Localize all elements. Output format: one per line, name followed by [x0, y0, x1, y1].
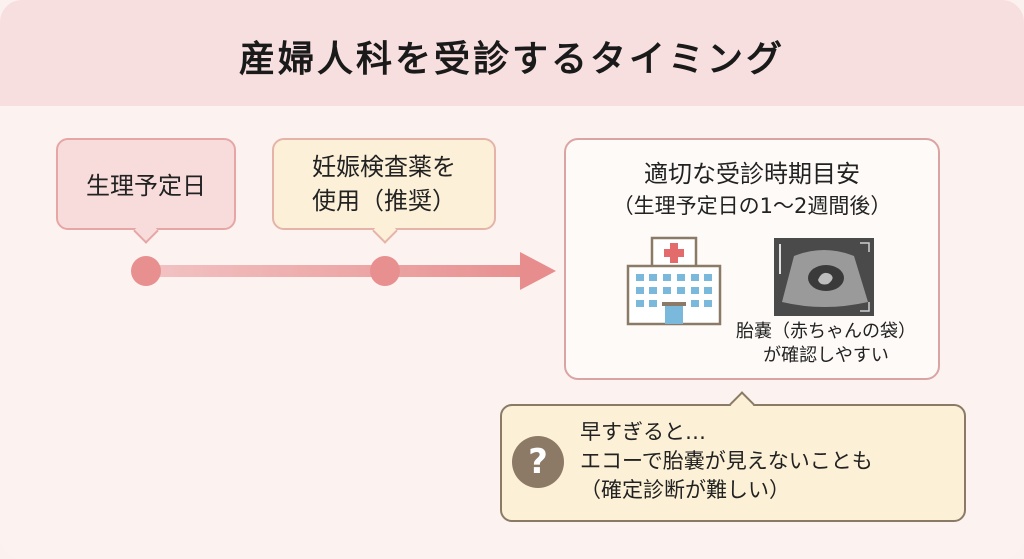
warning-text: 早すぎると… エコーで胎嚢が見えないことも （確定診断が難しい）: [580, 418, 873, 505]
caption-line: 胎嚢（赤ちゃんの袋）: [736, 321, 916, 342]
timeline-label-text: 妊娠検査薬を: [312, 153, 456, 181]
warning-note: [500, 404, 966, 522]
timeline-label-period-date: 生理予定日: [56, 138, 236, 230]
page-title: 産婦人科を受診するタイミング: [238, 39, 785, 80]
timeline-arrow-icon: [520, 252, 556, 290]
ultrasound-caption: 胎嚢（赤ちゃんの袋） が確認しやすい: [716, 320, 936, 368]
recommended-subtitle: （生理予定日の1～2週間後）: [612, 194, 892, 218]
timeline-dot: [370, 256, 400, 286]
ultrasound-image: [774, 238, 874, 316]
hospital-icon: [626, 236, 722, 326]
recommended-title: 適切な受診時期目安: [644, 160, 860, 188]
question-icon: ?: [512, 436, 564, 488]
warning-line: 早すぎると…: [580, 420, 706, 444]
timeline-label-text: 使用（推奨）: [312, 187, 456, 215]
timeline-line: [146, 265, 526, 277]
header-band: 産婦人科を受診するタイミング: [0, 0, 1024, 106]
recommended-timing-box: 適切な受診時期目安 （生理予定日の1～2週間後） 胎嚢（赤ちゃんの袋）: [564, 138, 940, 380]
timeline-dot: [131, 256, 161, 286]
warning-line: エコーで胎嚢が見えないことも: [580, 449, 873, 473]
warning-line: （確定診断が難しい）: [580, 478, 790, 502]
caption-line: が確認しやすい: [763, 345, 889, 366]
timeline-label-text: 生理予定日: [86, 172, 206, 200]
timeline-label-pregnancy-test: 妊娠検査薬を 使用（推奨）: [272, 138, 496, 230]
